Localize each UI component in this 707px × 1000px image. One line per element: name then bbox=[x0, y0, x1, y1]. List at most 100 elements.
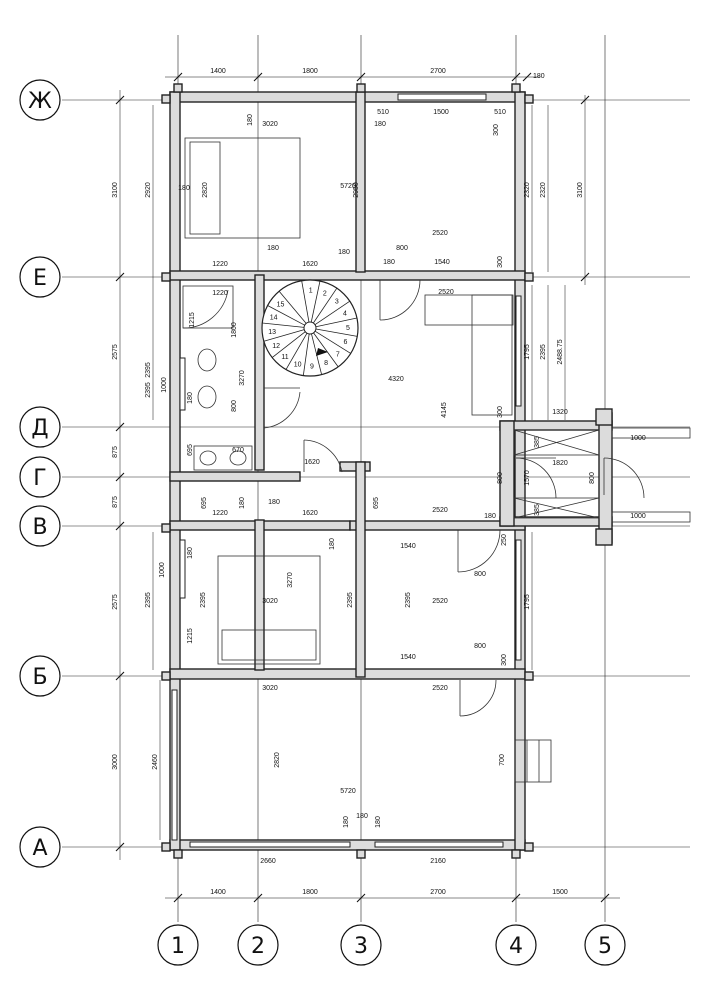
stair-tread bbox=[315, 328, 358, 337]
stair-tread bbox=[302, 333, 310, 376]
dim-lower-c: 180 bbox=[375, 816, 382, 828]
dim-porch-i: 1000 bbox=[630, 513, 646, 520]
dim-bath-b: 1215 bbox=[189, 312, 196, 328]
shower-tray bbox=[182, 285, 234, 329]
axis-col-3-label: 3 bbox=[354, 934, 368, 959]
dim-v-d: 1220 bbox=[212, 510, 228, 517]
axis-row-e-circle bbox=[19, 256, 61, 298]
windows bbox=[171, 93, 522, 848]
stair-tread bbox=[263, 329, 305, 342]
column-axis-markers: 1 2 3 4 5 bbox=[157, 924, 626, 966]
axis-row-g-label: Г bbox=[33, 466, 46, 491]
dim-bath-c: 1800 bbox=[231, 322, 238, 338]
stair-step-number: 13 bbox=[268, 329, 276, 336]
axis-row-a-circle bbox=[19, 826, 61, 868]
dim-bath-a: 1220 bbox=[212, 290, 228, 297]
axis-row-b-label: Б bbox=[32, 665, 47, 690]
axis-row-v-circle bbox=[19, 505, 61, 547]
door-porch-right bbox=[603, 457, 645, 499]
stair-step-number: 2 bbox=[323, 291, 327, 298]
sofa bbox=[424, 294, 514, 326]
dim-bed2-c: 2395 bbox=[347, 592, 354, 608]
dim-bath-e: 1000 bbox=[161, 377, 168, 393]
dim-win-a: 510 bbox=[377, 109, 389, 116]
dim-bed2-h: 3270 bbox=[287, 572, 294, 588]
door-room-mid bbox=[457, 529, 501, 573]
stair-tread bbox=[262, 322, 305, 328]
dim-porch-h: 385 bbox=[534, 504, 541, 516]
porch-slab-bottom bbox=[513, 497, 600, 519]
dim-upper-span: 5720 bbox=[340, 183, 356, 190]
dim-mid-e: 800 bbox=[474, 643, 486, 650]
dim-right-4: 2395 bbox=[540, 344, 547, 360]
dim-mid-c: 2395 bbox=[405, 592, 412, 608]
stair-step-number: 9 bbox=[310, 363, 314, 370]
axis-col-3-circle bbox=[340, 924, 382, 966]
dim-upper-h: 2950 bbox=[353, 182, 360, 198]
dim-upper-b3: 300 bbox=[497, 256, 504, 268]
dimension-chains bbox=[115, 72, 620, 903]
dim-porch-a: 1320 bbox=[552, 409, 568, 416]
dim-upper-b2: 1540 bbox=[434, 259, 450, 266]
stair-tread bbox=[314, 300, 351, 325]
dim-right-3: 1795 bbox=[524, 344, 531, 360]
dim-porch-f: 800 bbox=[497, 472, 504, 484]
dim-lower-r: 2160 bbox=[430, 858, 446, 865]
dim-bottom-4: 1500 bbox=[552, 889, 568, 896]
dim-bath-i: 695 bbox=[187, 444, 194, 456]
dim-upper-b1: 180 bbox=[383, 259, 395, 266]
dim-porch-c: 1820 bbox=[552, 460, 568, 467]
dim-bottom-1: 1400 bbox=[210, 889, 226, 896]
dim-mid-g: 300 bbox=[501, 654, 508, 666]
dim-bath-g: 800 bbox=[231, 400, 238, 412]
walls bbox=[161, 83, 613, 859]
dim-right-5: 2488.75 bbox=[557, 339, 564, 364]
axis-row-d-circle bbox=[19, 406, 61, 448]
stair-step-number: 10 bbox=[294, 361, 302, 368]
dim-left-4: 875 bbox=[112, 496, 119, 508]
dim-right-6: 1795 bbox=[524, 594, 531, 610]
axis-col-4-circle bbox=[495, 924, 537, 966]
dim-left-inner-3: 2395 bbox=[145, 592, 152, 608]
dim-hall-b: 300 bbox=[497, 406, 504, 418]
wall-row-g bbox=[169, 471, 301, 482]
dim-bottom-3: 2700 bbox=[430, 889, 446, 896]
dim-bath-d: 2395 bbox=[145, 382, 152, 398]
dim-porch-g: 800 bbox=[589, 472, 596, 484]
door-porch-left bbox=[515, 457, 557, 499]
porch-slab-top bbox=[513, 429, 600, 456]
dim-bed1-height: 2820 bbox=[202, 182, 209, 198]
wall-porch-right bbox=[598, 412, 613, 544]
dim-bottom-2: 1800 bbox=[302, 889, 318, 896]
dim-upper-w: 2520 bbox=[432, 230, 448, 237]
dim-lower-l: 2660 bbox=[260, 858, 276, 865]
dim-porch-e: 1570 bbox=[524, 470, 531, 486]
dim-bed2-d: 1215 bbox=[187, 628, 194, 644]
dim-v-g: 2520 bbox=[432, 507, 448, 514]
dim-bed2-w: 3020 bbox=[262, 598, 278, 605]
stair-step-number: 1 bbox=[309, 288, 313, 295]
dim-win-c: 510 bbox=[494, 109, 506, 116]
dim-v-c: 180 bbox=[268, 499, 280, 506]
stair-tread bbox=[313, 287, 338, 324]
dim-left-2: 2575 bbox=[112, 344, 119, 360]
dim-v-i: 250 bbox=[501, 534, 508, 546]
dim-left-3: 875 bbox=[112, 446, 119, 458]
door-lower bbox=[459, 679, 497, 717]
dim-left-6: 3000 bbox=[112, 754, 119, 770]
dimension-labels: 1400 1800 2700 180 1400 1800 2700 1500 3… bbox=[112, 68, 646, 896]
dim-win-b: 1500 bbox=[433, 109, 449, 116]
axis-col-4-label: 4 bbox=[509, 934, 523, 959]
wall-row-e bbox=[169, 270, 526, 281]
stair-tread bbox=[310, 280, 321, 323]
axis-row-e-label: Е bbox=[33, 266, 47, 291]
row-axis-markers: Ж Е Д Г В Б А bbox=[19, 79, 61, 868]
dim-left-inner-1: 2920 bbox=[145, 182, 152, 198]
stair-step-number: 12 bbox=[272, 343, 280, 350]
dim-right-7: 700 bbox=[499, 754, 506, 766]
axis-row-zh-label: Ж bbox=[28, 89, 52, 114]
dim-e-b: 1620 bbox=[302, 261, 318, 268]
dim-v-b: 180 bbox=[239, 497, 246, 509]
dim-upper-door: 800 bbox=[396, 245, 408, 252]
